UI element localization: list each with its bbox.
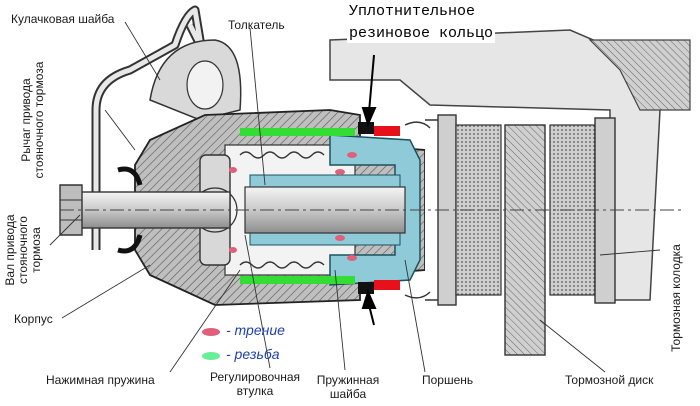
label-seal-ring-line2: резиновое кольцо bbox=[347, 25, 496, 43]
label-brake-disc: Тормозной диск bbox=[565, 373, 654, 387]
seal-ring-arrows bbox=[361, 54, 377, 326]
seal-ring-upper-red bbox=[374, 126, 400, 136]
legend-friction-swatch bbox=[202, 328, 220, 336]
label-housing: Корпус bbox=[14, 312, 53, 326]
pressure-spring bbox=[239, 151, 325, 269]
legend-thread-swatch bbox=[202, 352, 220, 360]
thread-upper bbox=[240, 128, 355, 136]
label-piston: Поршень bbox=[422, 373, 474, 387]
label-seal-ring-line1: Уплотнительное bbox=[347, 3, 478, 21]
friction-marks bbox=[229, 152, 357, 261]
label-spring-washer: Пружинная шайба bbox=[316, 373, 380, 401]
label-adjusting-sleeve: Регулировочная втулка bbox=[209, 370, 301, 398]
seal-ring-lower-black bbox=[358, 282, 374, 294]
brake-disc bbox=[504, 124, 546, 356]
leader-lines bbox=[49, 21, 661, 373]
label-parking-shaft: Вал привода стояночного тормоза bbox=[3, 214, 43, 286]
seal-ring-upper-black bbox=[358, 122, 374, 134]
piston bbox=[329, 134, 421, 286]
label-pusher: Толкатель bbox=[228, 18, 285, 32]
label-brake-pad: Тормозная колодка bbox=[669, 244, 683, 352]
label-cam-washer: Кулачковая шайба bbox=[11, 12, 115, 26]
legend-thread-text: - резьба bbox=[226, 346, 280, 362]
seal-ring-lower-red bbox=[374, 280, 400, 290]
legend-friction-text: - трение bbox=[226, 322, 285, 338]
caliper-top-block bbox=[588, 39, 691, 111]
label-parking-lever: Рычаг привода стояночного тормоза bbox=[19, 61, 46, 179]
label-pressure-spring: Нажимная пружина bbox=[46, 373, 155, 387]
thread-lower bbox=[240, 276, 355, 284]
